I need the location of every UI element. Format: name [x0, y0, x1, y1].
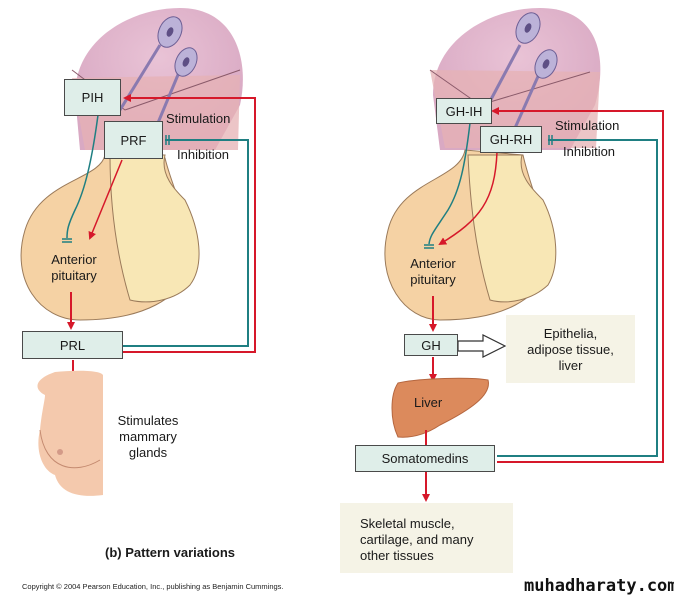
ghih-label: GH-IH — [445, 103, 483, 119]
copyright-notice: Copyright © 2004 Pearson Education, Inc.… — [22, 582, 284, 591]
somatomedins-box: Somatomedins — [355, 445, 495, 472]
right-inhibition-label: Inhibition — [563, 144, 616, 159]
right-inhibition-bar — [548, 135, 553, 145]
right-stimulation-feedback-line — [491, 107, 664, 463]
gh-box: GH — [404, 334, 458, 356]
figure-caption: (b) Pattern variations — [105, 545, 236, 560]
left-stimulation-label: Stimulation — [166, 111, 231, 126]
direct-targets-panel: Epithelia, adipose tissue, liver — [506, 315, 635, 383]
right-neurons — [486, 12, 558, 129]
watermark: muhadharaty.com — [524, 576, 674, 596]
gh-to-direct-targets-arrow — [457, 334, 507, 358]
pih-box: PIH — [64, 79, 121, 116]
left-inhibition-bar — [165, 135, 170, 145]
breast-illustration — [37, 370, 104, 496]
left-inhibition-label: Inhibition — [177, 147, 230, 162]
right-ghih-inhibition-line — [428, 122, 471, 245]
right-ghrh-stimulation-line — [438, 151, 498, 246]
left-pituitary — [20, 154, 200, 321]
pih-label: PIH — [81, 90, 104, 105]
left-anterior-pituitary-label: Anterior pituitary — [51, 252, 97, 283]
left-pih-inhibition-bar — [62, 238, 72, 243]
gh-label: GH — [421, 337, 441, 353]
somatomedins-label: Somatomedins — [381, 451, 469, 466]
prf-label: PRF — [120, 132, 147, 148]
left-pih-inhibition-line — [66, 114, 99, 239]
prl-label: PRL — [59, 337, 86, 353]
ghrh-label: GH-RH — [489, 132, 533, 147]
liver-illustration — [391, 377, 489, 438]
ghrh-box: GH-RH — [480, 126, 542, 153]
left-inhibition-feedback-line — [122, 139, 249, 347]
left-stimulation-feedback-line — [122, 94, 256, 353]
right-inhibition-feedback-line — [497, 139, 658, 457]
prf-box: PRF — [104, 121, 163, 159]
right-pituitary — [384, 149, 557, 321]
final-targets-panel: Skeletal muscle, cartilage, and many oth… — [340, 503, 513, 573]
mammary-target-label: Stimulates mammary glands — [117, 413, 179, 460]
left-prf-stimulation-line — [88, 159, 123, 240]
liver-label: Liver — [414, 395, 443, 410]
prl-box: PRL — [22, 331, 123, 359]
right-ghih-inhibition-bar — [424, 244, 434, 249]
right-anterior-pituitary-label: Anterior pituitary — [410, 256, 456, 287]
ghih-box: GH-IH — [436, 98, 492, 124]
right-stimulation-label: Stimulation — [555, 118, 620, 133]
